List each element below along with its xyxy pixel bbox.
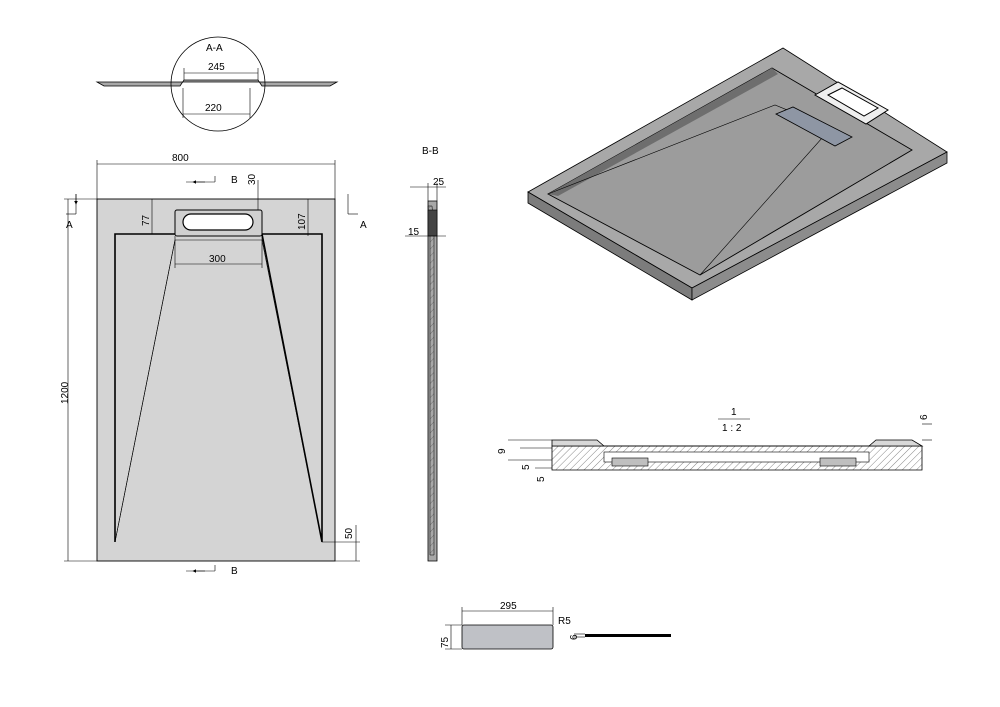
section-bb-title: B-B: [422, 146, 439, 157]
grate-dim-radius: R5: [558, 616, 571, 627]
plan-dim-drain-offset: 30: [247, 173, 258, 185]
section-aa-dim-245: 245: [208, 62, 225, 73]
plan-dim-width: 800: [172, 153, 189, 164]
grate-dim-thickness: 6: [569, 634, 580, 640]
detail-scale-bottom: 1 : 2: [722, 423, 742, 434]
grate-dim-length: 295: [500, 601, 517, 612]
detail-dim-5a: 5: [521, 464, 532, 470]
plan-view: 800 1200 77 30 107 300 50 A A: [60, 153, 367, 577]
plan-tray-outline: [96, 198, 336, 562]
plan-cut-a-right: A: [360, 220, 367, 231]
grate-cover-face: [461, 624, 554, 650]
section-aa-detail-circle: [170, 36, 266, 132]
grate-detail-view: 295 R5 75 6: [440, 601, 671, 650]
plan-dim-left-offset: 77: [141, 214, 152, 226]
section-bb-dim-25: 25: [433, 177, 445, 188]
section-aa-tray-profile: [95, 79, 339, 87]
detail-drain-left: [611, 457, 649, 467]
plan-dim-height: 1200: [60, 381, 71, 404]
iso-tray-side-edge: [691, 151, 948, 301]
isometric-view: [527, 47, 948, 301]
detail-drain-right: [819, 457, 857, 467]
detail-dim-6: 6: [919, 414, 930, 420]
detail-section-top-surface: [551, 439, 924, 447]
section-aa-title: A-A: [206, 43, 223, 54]
detail-scale-top: 1: [731, 407, 737, 418]
plan-tray-inner-border: [114, 233, 323, 543]
plan-cut-b-top: B: [231, 175, 238, 186]
plan-dim-drain-width: 300: [209, 254, 226, 265]
iso-tray-basin: [547, 67, 913, 276]
grate-cover-edge: [585, 634, 671, 637]
section-bb-view: B-B 25 15: [405, 146, 446, 562]
detail-dim-9: 9: [497, 448, 508, 454]
detail-section-view: 1 1 : 2 6 9 5 5: [497, 407, 932, 482]
plan-dim-right-offset: 107: [297, 213, 308, 230]
plan-cut-a-left: A: [66, 220, 73, 231]
plan-dim-bottom-margin: 50: [344, 527, 355, 539]
detail-dim-5b: 5: [536, 476, 547, 482]
plan-drain-grate: [182, 213, 254, 231]
grate-dim-height: 75: [440, 636, 451, 648]
plan-cut-b-bottom: B: [231, 566, 238, 577]
iso-grate-cover: [775, 106, 853, 147]
section-aa-view: A-A 245 220: [95, 36, 339, 132]
section-aa-dim-220: 220: [205, 103, 222, 114]
section-bb-dim-15: 15: [408, 227, 420, 238]
